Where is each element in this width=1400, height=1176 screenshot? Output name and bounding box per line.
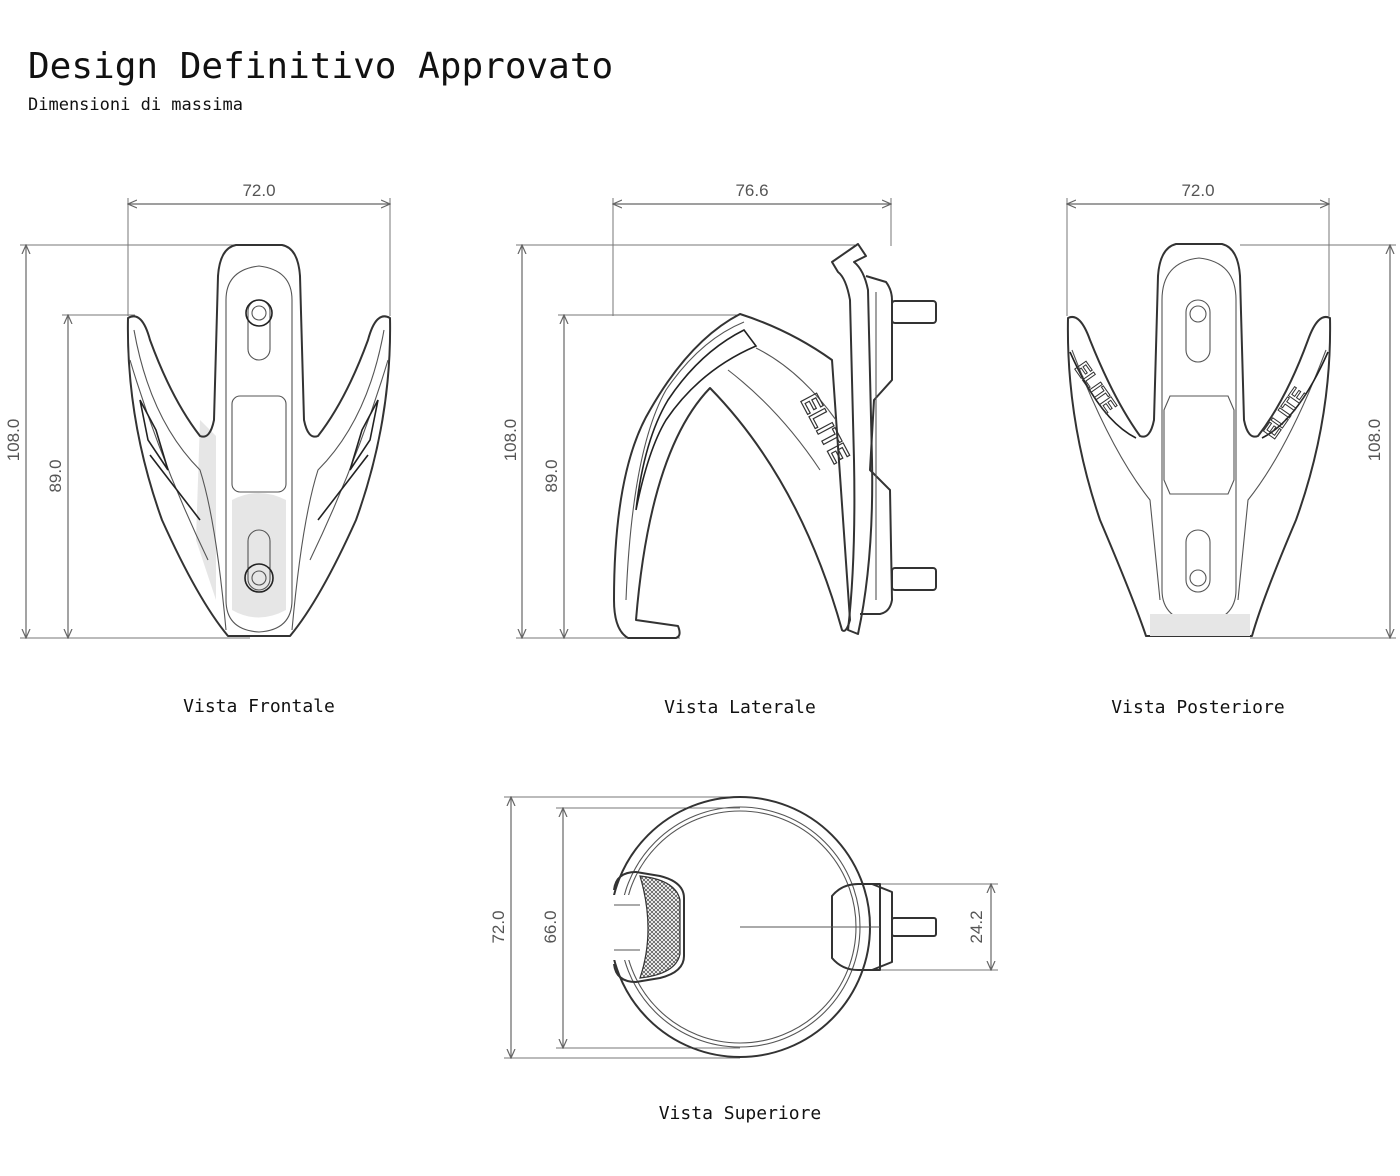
front-dimensions: 72.0 108.0 89.0 — [4, 181, 390, 638]
rear-height-label: 108.0 — [1365, 419, 1384, 462]
front-height-label: 108.0 — [4, 419, 23, 462]
front-inner-height-label: 89.0 — [46, 459, 65, 492]
rear-view-caption: Vista Posteriore — [1111, 697, 1285, 718]
rear-width-label: 72.0 — [1181, 181, 1214, 200]
top-view-caption: Vista Superiore — [658, 1103, 822, 1124]
top-outer-label: 72.0 — [489, 910, 508, 943]
side-brand-text: ELITE — [795, 389, 856, 468]
rear-brand-left: ELITE — [1070, 358, 1121, 417]
front-view: 72.0 108.0 89.0 — [4, 181, 392, 638]
page-subtitle: Dimensioni di massima — [28, 95, 243, 115]
side-width-label: 76.6 — [735, 181, 768, 200]
top-inner-label: 66.0 — [541, 910, 560, 943]
side-view: 76.6 108.0 89.0 ELITE — [501, 181, 937, 639]
rear-view: 72.0 108.0 ELITE ELITE — [1067, 181, 1396, 638]
rear-dimensions: 72.0 108.0 — [1067, 181, 1396, 638]
top-view: 72.0 66.0 24.2 — [489, 796, 998, 1058]
side-dimensions: 76.6 108.0 89.0 — [501, 181, 891, 638]
rear-brand-right: ELITE — [1260, 384, 1311, 443]
front-view-caption: Vista Frontale — [183, 696, 335, 717]
side-view-caption: Vista Laterale — [664, 697, 816, 718]
page-title: Design Definitivo Approvato — [28, 46, 614, 87]
top-mount-label: 24.2 — [967, 910, 986, 943]
front-width-label: 72.0 — [242, 181, 275, 200]
top-dimensions: 72.0 66.0 24.2 — [489, 797, 998, 1058]
side-height-label: 108.0 — [501, 419, 520, 462]
side-inner-height-label: 89.0 — [542, 459, 561, 492]
